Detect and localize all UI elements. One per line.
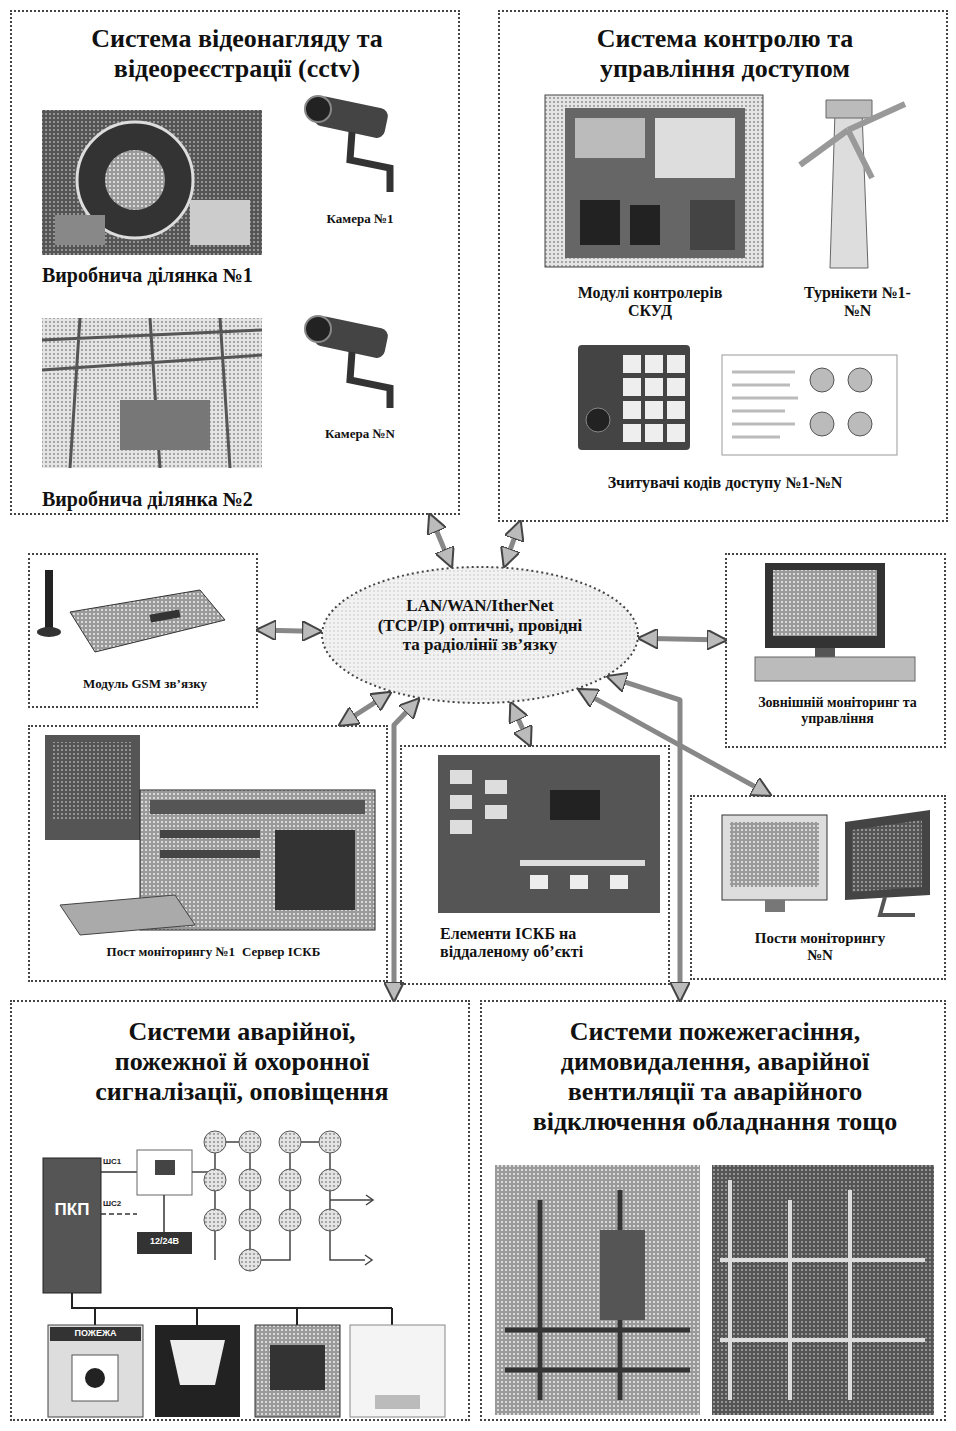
system-box: Модуль GSM зв’язку bbox=[28, 553, 258, 708]
equipment-photos bbox=[495, 1165, 934, 1415]
production-photo bbox=[42, 110, 262, 255]
caption-text: Сервер ІСКБ bbox=[242, 945, 382, 960]
label-slot: ПОЖЕЖА bbox=[50, 1328, 141, 1338]
gsm-modem bbox=[37, 570, 225, 652]
caption-text: Виробнича ділянка №2 bbox=[42, 488, 372, 511]
text-slot: Система контролю та управління доступом bbox=[545, 24, 905, 84]
schematic-label: ШС2 bbox=[103, 1199, 135, 1208]
keypad-reader bbox=[578, 345, 690, 450]
double-arrow bbox=[579, 690, 770, 795]
double-arrow bbox=[504, 522, 520, 566]
system-box: Системи пожежегасіння, димовидалення, ав… bbox=[480, 1000, 946, 1421]
double-arrow bbox=[511, 704, 530, 745]
text-slot: Система відеонагляду та відеореєстрації … bbox=[27, 24, 447, 84]
alarm-schematic bbox=[43, 1131, 392, 1325]
double-arrow bbox=[430, 515, 451, 566]
server-workstation bbox=[45, 735, 375, 935]
caption-text: Зовнішній моніторинг та управління bbox=[737, 695, 938, 727]
caption-text: Камера №1 bbox=[295, 212, 425, 227]
schematic-label: ПОЖЕЖА bbox=[50, 1328, 141, 1338]
remote-site-picture bbox=[438, 755, 660, 913]
system-box: Система контролю та управління доступомМ… bbox=[498, 10, 948, 522]
box-heading: Система контролю та управління доступом bbox=[545, 24, 905, 84]
double-arrow bbox=[340, 693, 390, 725]
controller-cabinet bbox=[545, 95, 763, 267]
text-slot: Камера №1 bbox=[295, 212, 425, 227]
caption-text: Модуль GSM зв’язку bbox=[35, 677, 255, 692]
network-ellipse: LAN/WAN/ItherNet (TCP/IP) оптичні, прові… bbox=[320, 565, 640, 705]
pass-document bbox=[722, 355, 897, 455]
text-slot: Модуль GSM зв’язку bbox=[35, 677, 255, 692]
camera-icon bbox=[305, 315, 390, 408]
double-arrow bbox=[258, 630, 320, 631]
monitor-icons bbox=[722, 810, 930, 915]
text-slot: Виробнича ділянка №2 bbox=[42, 488, 372, 511]
box-heading: Системи аварійної, пожежної й охоронної … bbox=[77, 1017, 407, 1107]
caption-text: Модулі контролерів СКУД bbox=[555, 284, 745, 321]
box-heading: Система відеонагляду та відеореєстрації … bbox=[27, 24, 447, 84]
text-slot: Модулі контролерів СКУД bbox=[555, 284, 745, 321]
schematic-label: ПКП bbox=[43, 1200, 101, 1220]
caption-text: Виробнича ділянка №1 bbox=[42, 264, 372, 287]
text-slot: Камера №N bbox=[295, 427, 425, 442]
caption-text: Пост моніторингу №1 bbox=[50, 945, 235, 960]
caption-text: Пости моніторингу №N bbox=[740, 930, 900, 965]
text-slot: Системи пожежегасіння, димовидалення, ав… bbox=[525, 1017, 905, 1137]
monitor-icon bbox=[755, 563, 915, 681]
text-slot: Турнікети №1-№N bbox=[795, 284, 920, 321]
system-box: Елементи ІСКБ на віддаленому об’єкті bbox=[400, 745, 670, 985]
text-slot: Виробнича ділянка №1 bbox=[42, 264, 372, 287]
label-slot: ШС2 bbox=[103, 1199, 135, 1208]
caption-text: Камера №N bbox=[295, 427, 425, 442]
text-slot: Елементи ІСКБ на віддаленому об’єкті bbox=[440, 925, 660, 962]
schematic-label: 12/24В bbox=[137, 1236, 192, 1246]
text-slot: Системи аварійної, пожежної й охоронної … bbox=[77, 1017, 407, 1107]
alarm-devices bbox=[48, 1325, 445, 1417]
schematic-label: ШС1 bbox=[103, 1157, 135, 1166]
label-slot: 12/24В bbox=[137, 1236, 192, 1246]
box-heading: Системи пожежегасіння, димовидалення, ав… bbox=[525, 1017, 905, 1137]
system-box: Система відеонагляду та відеореєстрації … bbox=[10, 10, 460, 515]
caption-text: Турнікети №1-№N bbox=[795, 284, 920, 321]
label-slot: ПКП bbox=[43, 1200, 101, 1220]
ellipse-outline bbox=[320, 565, 640, 705]
caption-text: LAN/WAN/ItherNet (TCP/IP) оптичні, прові… bbox=[375, 596, 585, 655]
system-box: Пост моніторингу №1 Сервер ІСКБ bbox=[28, 725, 388, 982]
double-arrow bbox=[640, 638, 725, 640]
label-slot: ШС1 bbox=[103, 1157, 135, 1166]
system-box: Пости моніторингу №N bbox=[690, 795, 946, 980]
system-box: Зовнішній моніторинг та управління bbox=[725, 553, 946, 748]
text-slot: LAN/WAN/ItherNet (TCP/IP) оптичні, прові… bbox=[375, 596, 585, 655]
caption-text: Зчитувачі кодів доступу №1-№N bbox=[605, 474, 845, 492]
text-slot: Пости моніторингу №N bbox=[740, 930, 900, 965]
production-photo bbox=[42, 318, 262, 468]
turnstile bbox=[800, 100, 905, 268]
camera-icon bbox=[305, 95, 390, 192]
text-slot: Зовнішній моніторинг та управління bbox=[737, 695, 938, 727]
text-slot: Сервер ІСКБ bbox=[242, 945, 382, 960]
ellipse-shape bbox=[322, 567, 638, 703]
text-slot: Пост моніторингу №1 bbox=[50, 945, 235, 960]
text-slot: Зчитувачі кодів доступу №1-№N bbox=[605, 474, 845, 492]
caption-text: Елементи ІСКБ на віддаленому об’єкті bbox=[440, 925, 660, 962]
